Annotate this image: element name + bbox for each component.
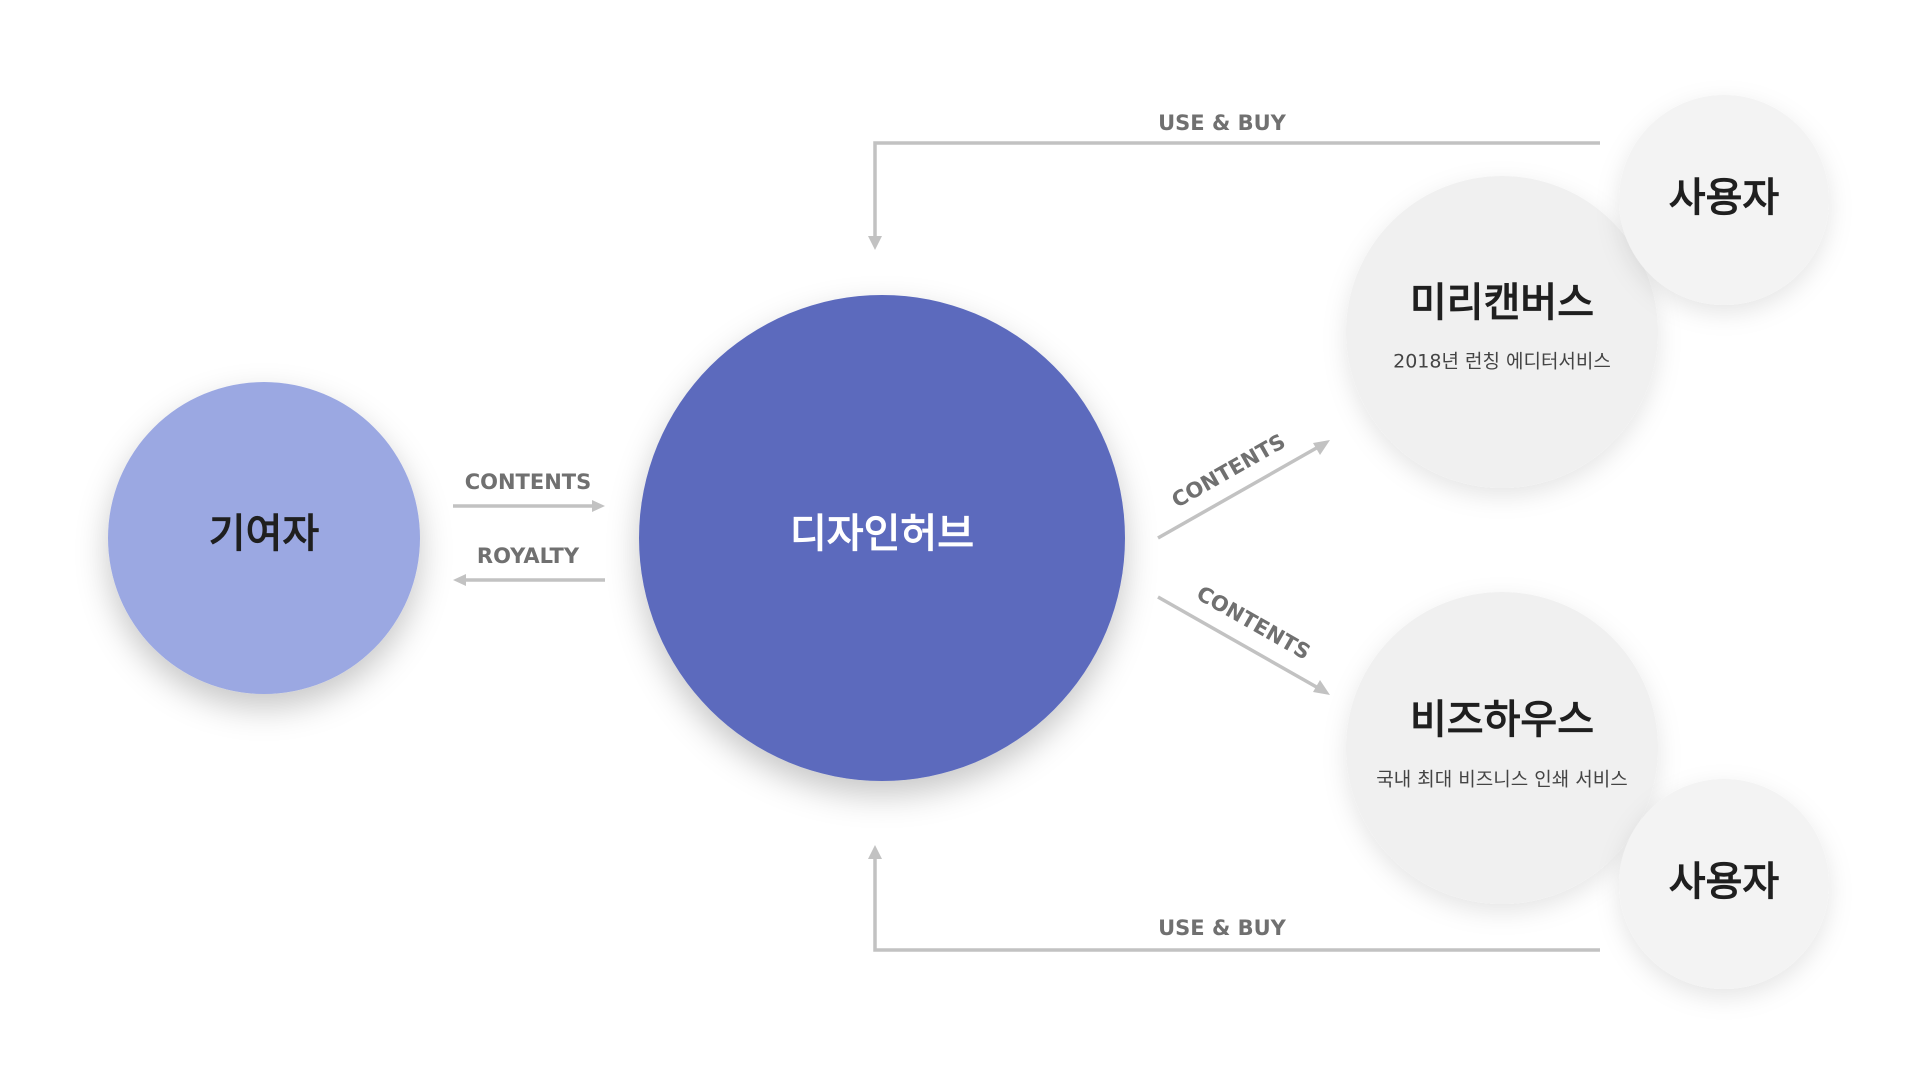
contributor-circle [108, 382, 420, 694]
user-top-circle [1619, 95, 1829, 305]
hub-node: 디자인허브 [639, 295, 1125, 781]
hub-to-bizhows-arrowhead [1313, 680, 1330, 695]
use-buy-bottom-connector: USE & BUY [868, 845, 1600, 952]
use-buy-top-label: USE & BUY [1158, 111, 1287, 135]
hub-to-bizhows-connector: CONTENTS [1157, 581, 1330, 695]
user-bottom-node: 사용자 [1619, 779, 1829, 989]
hub-title: 디자인허브 [790, 511, 974, 557]
use-buy-top-line [873, 141, 1600, 240]
hub-to-contributor-arrowhead [453, 574, 466, 586]
contributor-node: 기여자 [108, 382, 420, 694]
miri-canvas-circle [1346, 176, 1658, 488]
hub-to-bizhows-line [1157, 595, 1321, 691]
use-buy-top-arrowhead [868, 236, 882, 250]
miri-canvas-title: 미리캔버스 [1410, 280, 1594, 326]
user-bottom-circle [1619, 779, 1829, 989]
miri-canvas-node: 미리캔버스 2018년 런칭 에디터서비스 [1346, 176, 1658, 488]
hub-to-miri-line [1157, 444, 1321, 540]
miri-canvas-subtitle: 2018년 런칭 에디터서비스 [1393, 351, 1611, 373]
contributor-to-hub-arrowhead [592, 500, 605, 512]
bizhows-node: 비즈하우스 국내 최대 비즈니스 인쇄 서비스 [1346, 592, 1658, 904]
contributor-title: 기여자 [209, 511, 320, 557]
use-buy-bottom-label: USE & BUY [1158, 916, 1287, 940]
use-buy-top-connector: USE & BUY [868, 111, 1600, 250]
hub-to-miri-label: CONTENTS [1168, 429, 1290, 512]
hub-to-contributor-connector: ROYALTY [453, 544, 605, 586]
bizhows-title: 비즈하우스 [1410, 697, 1594, 743]
user-top-node: 사용자 [1619, 95, 1829, 305]
hub-circle [639, 295, 1125, 781]
user-bottom-title: 사용자 [1669, 859, 1780, 905]
bizhows-subtitle: 국내 최대 비즈니스 인쇄 서비스 [1376, 769, 1627, 791]
use-buy-bottom-arrowhead [868, 845, 882, 859]
use-buy-bottom-line [873, 855, 1600, 952]
contributor-to-hub-connector: CONTENTS [453, 470, 605, 512]
hub-to-contributor-label: ROYALTY [477, 544, 580, 568]
contributor-to-hub-label: CONTENTS [465, 470, 592, 494]
hub-to-miri-connector: CONTENTS [1157, 429, 1330, 540]
bizhows-circle [1346, 592, 1658, 904]
hub-to-miri-arrowhead [1313, 440, 1330, 455]
user-top-title: 사용자 [1669, 175, 1780, 221]
